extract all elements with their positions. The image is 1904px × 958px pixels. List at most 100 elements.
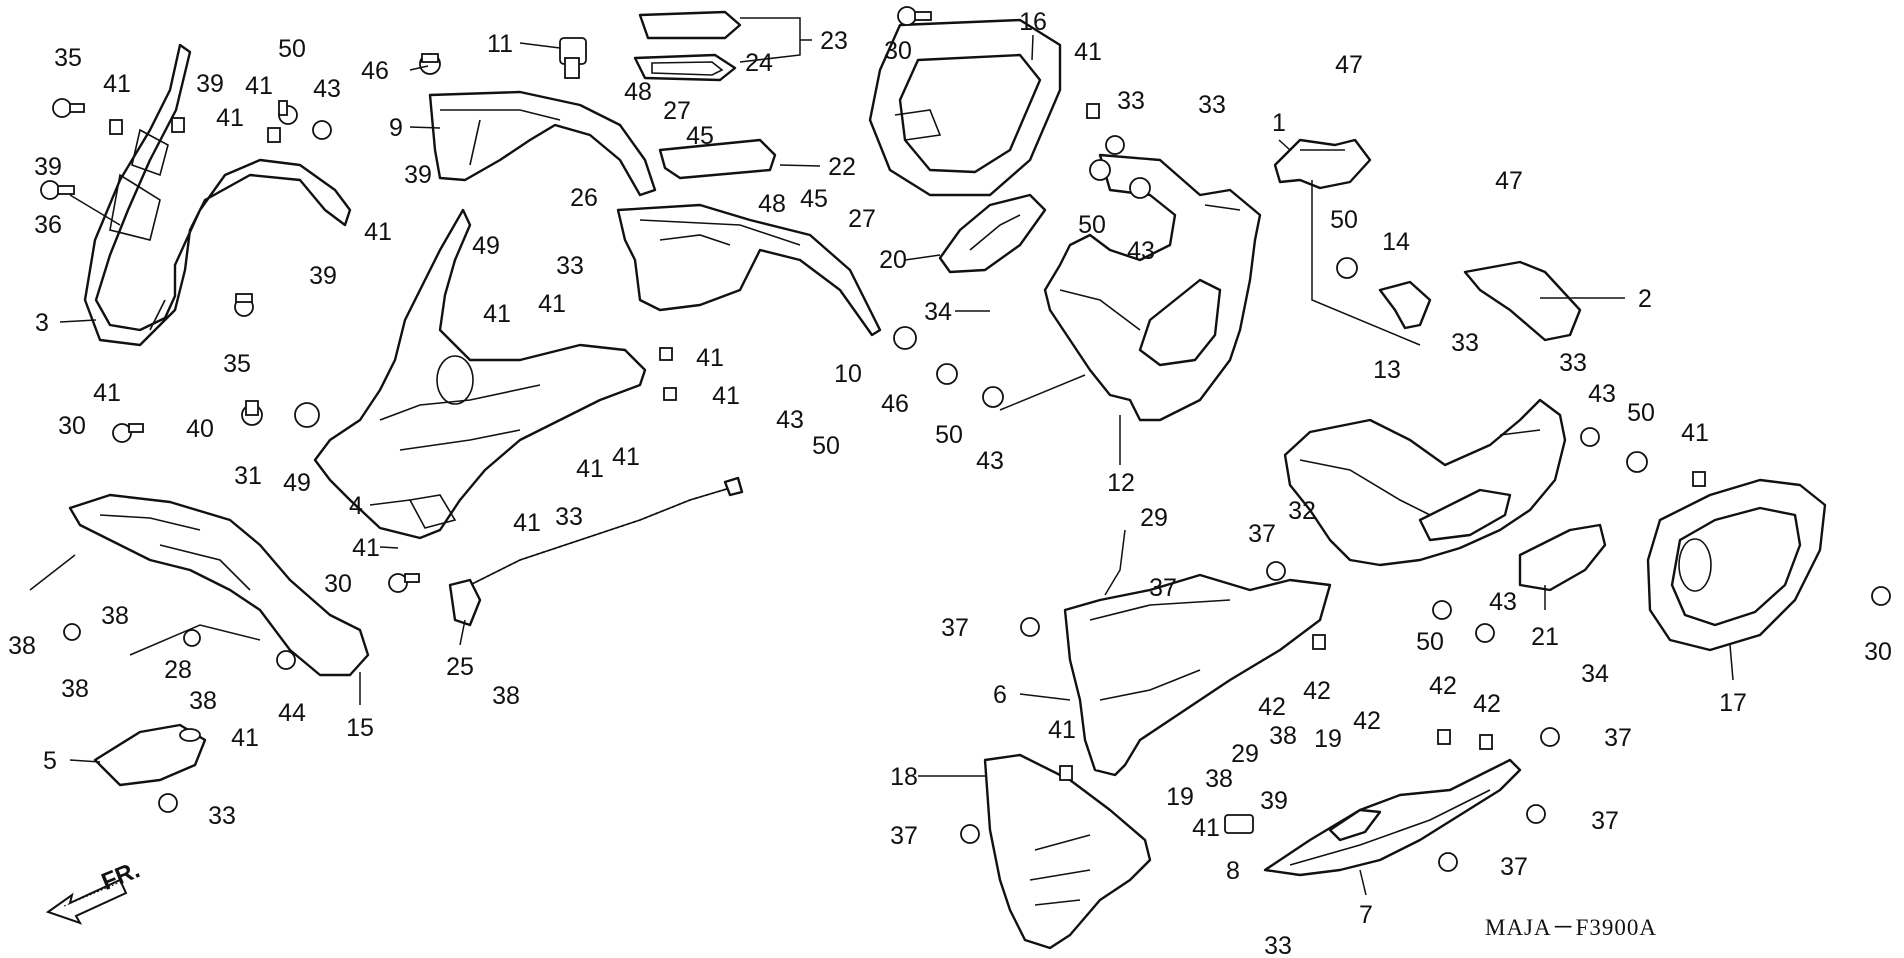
bolt-icon (52, 98, 85, 118)
callout-number: 43 (1127, 237, 1155, 265)
callout-number: 49 (472, 232, 500, 260)
callout-number: 30 (58, 412, 86, 440)
callout-number: 45 (686, 122, 714, 150)
callout-number: 10 (834, 360, 862, 388)
callout-number: 27 (848, 205, 876, 233)
bolt-icon (276, 650, 296, 670)
callout-number: 9 (389, 114, 403, 142)
callout-number: 34 (924, 298, 952, 326)
callout-number: 41 (712, 382, 740, 410)
clip-icon (179, 728, 201, 742)
part-15-inner-cover (68, 493, 370, 677)
callout-number: 11 (487, 30, 513, 58)
leader-lines (29, 17, 1734, 896)
bolt-icon (1871, 586, 1891, 606)
callout-number: 33 (1559, 349, 1587, 377)
callout-number: 50 (1627, 399, 1655, 427)
clip-icon (171, 117, 185, 133)
callout-number: 13 (1373, 356, 1401, 384)
part-16-vent-frame (868, 18, 1062, 197)
callout-number: 30 (884, 37, 912, 65)
callout-number: 41 (538, 290, 566, 318)
bolt-icon (241, 400, 263, 426)
callout-number: 1 (1272, 109, 1286, 137)
callout-number: 39 (196, 70, 224, 98)
bolt-icon (897, 6, 932, 26)
callout-number: 41 (364, 218, 392, 246)
callout-number: 41 (1192, 814, 1220, 842)
callout-number: 41 (103, 70, 131, 98)
bolt-icon (388, 573, 420, 593)
bolt-icon (158, 793, 178, 813)
callout-number: 41 (231, 724, 259, 752)
bolt-icon (183, 629, 201, 647)
callout-number: 39 (309, 262, 337, 290)
callout-number: 37 (1248, 520, 1276, 548)
part-6-lower-panel (1063, 573, 1332, 777)
clip-icon (1312, 634, 1326, 650)
callout-number: 6 (993, 681, 1007, 709)
part-22-tray (658, 138, 777, 180)
callout-number: 41 (612, 443, 640, 471)
bolt-icon (1089, 159, 1111, 181)
part-17-vent-frame (1646, 478, 1827, 652)
bolt-icon (1129, 177, 1151, 199)
callout-number: 33 (555, 503, 583, 531)
callout-number: 42 (1353, 707, 1381, 735)
diagram-code: MAJA－F3900A (1485, 915, 1657, 940)
callout-number: 43 (976, 447, 1004, 475)
bolt-icon (936, 363, 958, 385)
clip-icon (1059, 765, 1073, 781)
callout-number: 17 (1719, 689, 1747, 717)
callout-number: 39 (1260, 787, 1288, 815)
callout-number: 38 (492, 682, 520, 710)
callout-number: 38 (1205, 765, 1233, 793)
callout-number: 42 (1303, 677, 1331, 705)
callout-number: 38 (1269, 722, 1297, 750)
part-20-vent-cover (938, 193, 1047, 274)
callout-number: 47 (1495, 167, 1523, 195)
bolt-icon (1432, 600, 1452, 620)
callout-number: 34 (1581, 660, 1609, 688)
callout-number: 46 (881, 390, 909, 418)
callout-number: 33 (1198, 91, 1226, 119)
callout-number: 50 (812, 432, 840, 460)
callout-number: 41 (696, 344, 724, 372)
clip-icon (1479, 734, 1493, 750)
callout-number: 38 (101, 602, 129, 630)
callout-number: 19 (1166, 783, 1194, 811)
part-1-bracket (1273, 138, 1372, 190)
callout-number: 41 (93, 379, 121, 407)
callout-number: 21 (1531, 623, 1559, 651)
callout-number: 42 (1258, 693, 1286, 721)
callout-number: 43 (1588, 380, 1616, 408)
callout-number: 46 (361, 57, 389, 85)
callout-number: 39 (404, 161, 432, 189)
callout-number: 29 (1231, 740, 1259, 768)
clip-icon (659, 347, 673, 361)
callout-number: 35 (54, 44, 82, 72)
part-4-side-cowl (313, 208, 647, 540)
callout-number: 48 (624, 78, 652, 106)
callout-number: 44 (278, 699, 306, 727)
clip-icon (1437, 729, 1451, 745)
part-7-under-cowl (1263, 758, 1522, 877)
callout-number: 41 (1074, 38, 1102, 66)
callout-number: 37 (1500, 853, 1528, 881)
callout-number: 2 (1638, 285, 1652, 313)
part-18-front-cover (983, 753, 1152, 950)
bolt-icon (893, 326, 917, 350)
callout-number: 49 (283, 469, 311, 497)
callout-number: 16 (1019, 8, 1047, 36)
bolt-icon (112, 423, 144, 443)
callout-number: 37 (941, 614, 969, 642)
bolt-icon (1526, 804, 1546, 824)
callout-number: 4 (349, 492, 363, 520)
callout-number: 38 (61, 675, 89, 703)
parts-layer (68, 10, 1827, 950)
callout-number: 41 (245, 72, 273, 100)
callout-number: 47 (1335, 51, 1363, 79)
callout-number: 35 (223, 350, 251, 378)
